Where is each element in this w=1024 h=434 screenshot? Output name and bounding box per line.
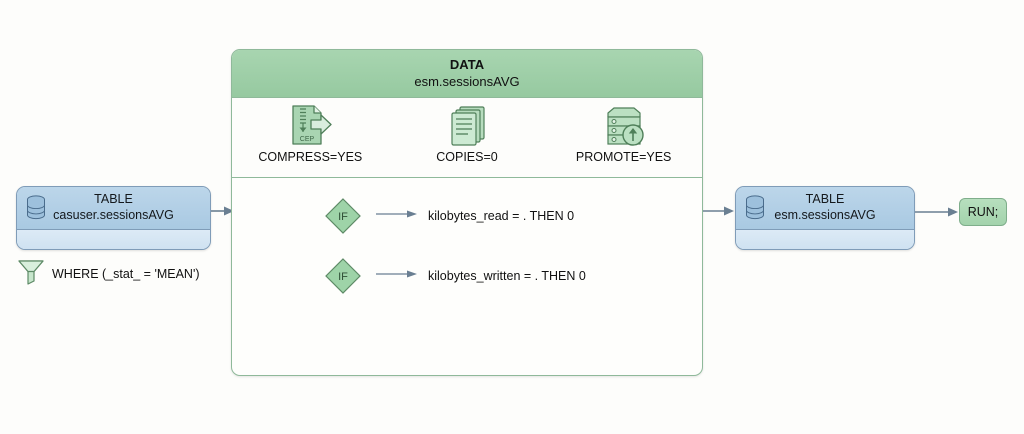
- source-table-node[interactable]: TABLE casuser.sessionsAVG: [16, 186, 211, 250]
- target-table-title: TABLE: [805, 192, 845, 206]
- rule-row[interactable]: IF kilobytes_written = . THEN 0: [232, 254, 702, 298]
- arrow-right-icon: [376, 267, 418, 285]
- if-diamond-icon: IF: [324, 197, 362, 235]
- data-step-title: DATA: [449, 57, 485, 72]
- arrow-right-icon: [376, 207, 418, 225]
- copies-documents-icon: [444, 102, 490, 148]
- connector-data-to-target: [703, 206, 734, 216]
- target-table-body: [736, 230, 914, 249]
- database-cylinder-icon: [25, 195, 47, 221]
- source-table-header: TABLE casuser.sessionsAVG: [17, 187, 210, 230]
- data-step-rules: IF kilobytes_read = . THEN 0 IF: [232, 178, 702, 298]
- data-step-subtitle: esm.sessionsAVG: [414, 74, 520, 89]
- option-copies-label: COPIES=0: [436, 150, 498, 164]
- database-cylinder-icon: [744, 195, 766, 221]
- funnel-filter-icon: [16, 256, 46, 291]
- run-button-label: RUN;: [967, 205, 999, 219]
- option-compress-label: COMPRESS=YES: [258, 150, 363, 164]
- if-diamond-icon: IF: [324, 257, 362, 295]
- rule-text: kilobytes_written = . THEN 0: [428, 269, 586, 283]
- data-step-box[interactable]: DATA esm.sessionsAVG: [231, 49, 703, 376]
- rule-text: kilobytes_read = . THEN 0: [428, 209, 575, 223]
- target-table-node[interactable]: TABLE esm.sessionsAVG: [735, 186, 915, 250]
- if-diamond-label: IF: [338, 211, 348, 223]
- option-promote[interactable]: PROMOTE=YES: [549, 102, 699, 164]
- source-table-title: TABLE: [94, 192, 133, 206]
- connector-target-to-run: [915, 207, 958, 217]
- option-promote-label: PROMOTE=YES: [575, 150, 672, 164]
- target-table-header: TABLE esm.sessionsAVG: [736, 187, 914, 230]
- if-diamond-label: IF: [338, 271, 348, 283]
- svg-text:CEP: CEP: [300, 136, 315, 143]
- option-copies[interactable]: COPIES=0: [392, 102, 542, 164]
- target-table-subtitle: esm.sessionsAVG: [774, 208, 876, 222]
- rule-row[interactable]: IF kilobytes_read = . THEN 0: [232, 194, 702, 238]
- source-table-subtitle: casuser.sessionsAVG: [53, 208, 174, 222]
- where-filter[interactable]: WHERE (_stat_ = 'MEAN'): [16, 256, 200, 291]
- connector-source-to-data: [211, 206, 234, 216]
- promote-server-upload-icon: [600, 102, 648, 148]
- where-filter-label: WHERE (_stat_ = 'MEAN'): [52, 266, 200, 281]
- data-step-options-row: CEP COMPRESS=YES: [232, 98, 702, 178]
- source-table-body: [17, 230, 210, 249]
- run-button[interactable]: RUN;: [959, 198, 1007, 226]
- data-step-header: DATA esm.sessionsAVG: [232, 50, 702, 98]
- option-compress[interactable]: CEP COMPRESS=YES: [235, 102, 385, 164]
- compress-cep-icon: CEP: [287, 102, 333, 148]
